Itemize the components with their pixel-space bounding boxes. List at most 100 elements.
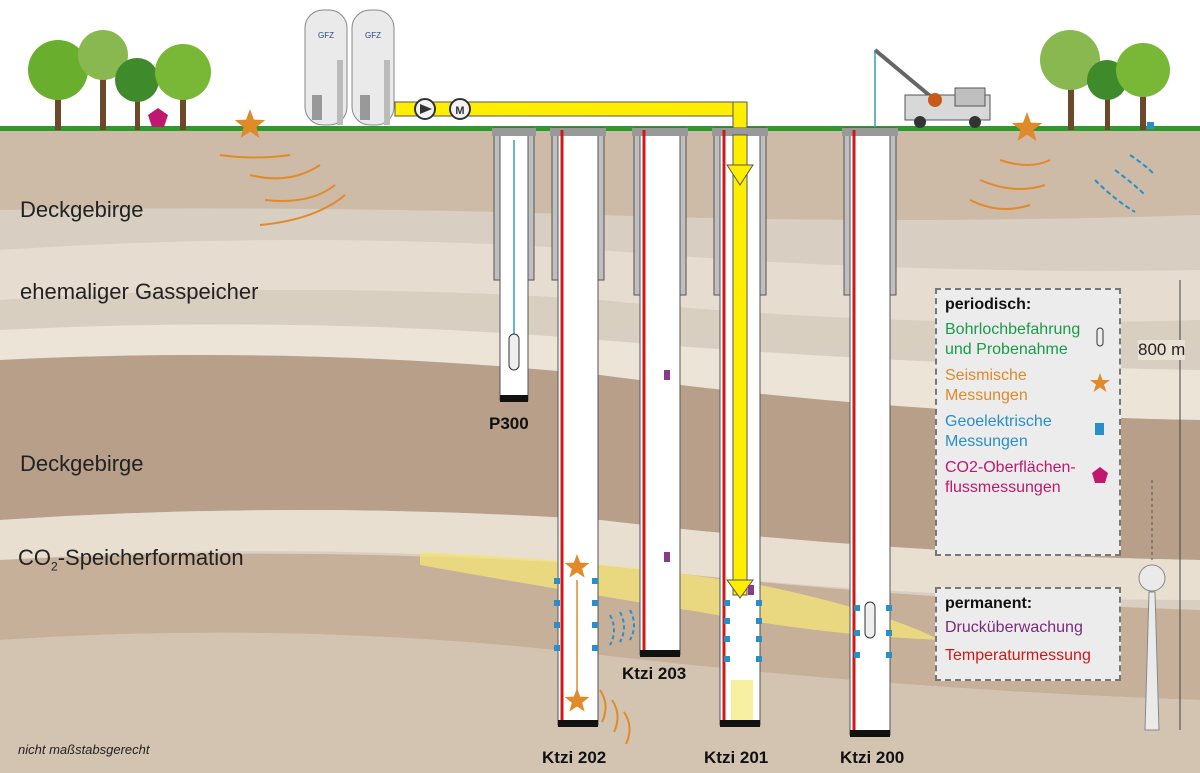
tv-tower-icon (1138, 480, 1166, 731)
geoelectric-arc-1 (619, 611, 625, 643)
square-icon (1089, 422, 1111, 442)
well-ktzi202-bottom (558, 720, 598, 727)
well-ktzi200 (842, 127, 898, 737)
seismic-source-left-icon (234, 109, 266, 138)
electrode-ktzi201-0-3 (724, 656, 730, 662)
electrode-ktzi200-1-2 (886, 652, 892, 658)
layer-gas-storage (0, 290, 1200, 348)
electrode-ktzi201-1-1 (756, 618, 762, 624)
legend-item-pressure: Drucküberwachung (945, 619, 1083, 636)
electrode-ktzi200-1-1 (886, 630, 892, 636)
pentagon-icon (1089, 466, 1111, 490)
well-ktzi202-wellhead (550, 128, 606, 136)
electrode-ktzi201-0-2 (724, 636, 730, 642)
well-label-p300: P300 (489, 414, 529, 433)
well-label-ktzi200: Ktzi 200 (840, 748, 905, 767)
electrode-ktzi202-0-1 (554, 600, 560, 606)
probe-ktzi200 (864, 601, 876, 639)
trees-right-icon (1040, 30, 1170, 130)
well-ktzi201-wellhead (712, 128, 768, 136)
electrode-ktzi201-1-3 (756, 656, 762, 662)
seismic-waves-right (969, 159, 1051, 210)
legend-item-temperature: Temperaturmessung (945, 647, 1091, 664)
layer-cap-lower (0, 355, 1200, 560)
well-ktzi202 (550, 127, 606, 727)
trees-left-icon (28, 30, 211, 130)
depth-label: 800 m (1138, 340, 1186, 360)
probe-p300 (508, 333, 520, 371)
pressure-sensor-2 (748, 585, 754, 595)
geoelectric-arc-0 (609, 614, 615, 646)
electrode-ktzi202-1-2 (592, 622, 598, 628)
seismic-arc-ktzi202-2 (623, 711, 631, 745)
layer-label-cap-lower: Deckgebirge (20, 451, 144, 476)
electrode-ktzi201-1-0 (756, 600, 762, 606)
logging-truck-icon (873, 48, 991, 128)
well-ktzi203-wellhead (632, 128, 688, 136)
seismic-waves-left (219, 154, 346, 226)
electrode-ktzi202-0-3 (554, 645, 560, 651)
electrode-ktzi201-0-1 (724, 618, 730, 624)
seismic-source-ktzi202-lower-icon (564, 688, 590, 712)
layer-band-light-2 (0, 324, 1200, 420)
co2-filled-section (731, 680, 753, 720)
geoelectric-surface-marker-icon (1147, 122, 1154, 129)
seismic-source-right-icon (1011, 112, 1043, 141)
legend-permanent-heading: permanent: (945, 595, 1033, 612)
well-ktzi203-bottom (640, 650, 680, 657)
injection-string (726, 134, 754, 720)
electrode-ktzi200-0-1 (854, 630, 860, 636)
electrode-ktzi202-1-0 (592, 578, 598, 584)
svg-text:M: M (455, 105, 464, 117)
well-ktzi200-wellhead (842, 128, 898, 136)
legend-permanent: permanent: Drucküberwachung Temperaturme… (935, 587, 1121, 681)
layer-band-light (0, 240, 1200, 323)
layer-base (0, 632, 1200, 773)
pressure-sensor-1 (664, 552, 670, 562)
electrode-ktzi202-0-2 (554, 622, 560, 628)
layer-label-cap-upper: Deckgebirge (20, 197, 144, 222)
seismic-source-ktzi202-upper-icon (564, 554, 590, 578)
scale-note: nicht maßstabsgerecht (18, 742, 150, 757)
well-ktzi201-bottom (720, 720, 760, 727)
pressure-sensor-0 (664, 370, 670, 380)
layer-label-former-gas-storage: ehemaliger Gasspeicher (20, 279, 259, 304)
electrode-ktzi202-1-3 (592, 645, 598, 651)
co2-flux-marker-icon (148, 108, 168, 127)
geoelectric-waves-right (1094, 154, 1156, 213)
seismic-arc-ktzi202-1 (611, 699, 619, 733)
electrode-ktzi202-0-0 (554, 578, 560, 584)
well-ktzi202-bore (557, 127, 599, 726)
legend-periodic-heading: periodisch: (945, 296, 1032, 313)
flow-arrow-bottom (726, 579, 754, 599)
co2-storage-tanks (304, 9, 395, 126)
well-ktzi200-bottom (850, 730, 890, 737)
legend-item-co2-flux: CO2-Oberflächen-flussmessungen (945, 458, 1111, 498)
geoelectric-arc-2 (629, 609, 635, 641)
layer-label-storage-formation: CO2-Speicherformation (18, 545, 244, 574)
electrode-ktzi201-1-2 (756, 636, 762, 642)
well-label-ktzi203: Ktzi 203 (622, 664, 687, 683)
well-label-ktzi201: Ktzi 201 (704, 748, 769, 767)
electrode-ktzi201-0-0 (724, 600, 730, 606)
well-p300-bottom (500, 395, 528, 402)
meter-icon (449, 98, 471, 120)
injection-tubing (732, 134, 748, 596)
tank-logo-right: GFZ (365, 31, 381, 40)
seismic-arc-ktzi202-0 (599, 689, 607, 723)
tank-logo-left: GFZ (318, 31, 334, 40)
well-ktzi203 (632, 127, 688, 657)
layer-band-light-3 (0, 510, 1200, 600)
electrode-ktzi200-0-2 (854, 652, 860, 658)
well-p300-wellhead (492, 128, 536, 136)
electrode-ktzi200-1-0 (886, 605, 892, 611)
probe-icon (1089, 326, 1111, 354)
well-label-ktzi202: Ktzi 202 (542, 748, 607, 767)
well-ktzi200-bore (849, 127, 891, 736)
electrode-ktzi200-0-0 (854, 605, 860, 611)
layer-storage-formation (0, 553, 1200, 700)
